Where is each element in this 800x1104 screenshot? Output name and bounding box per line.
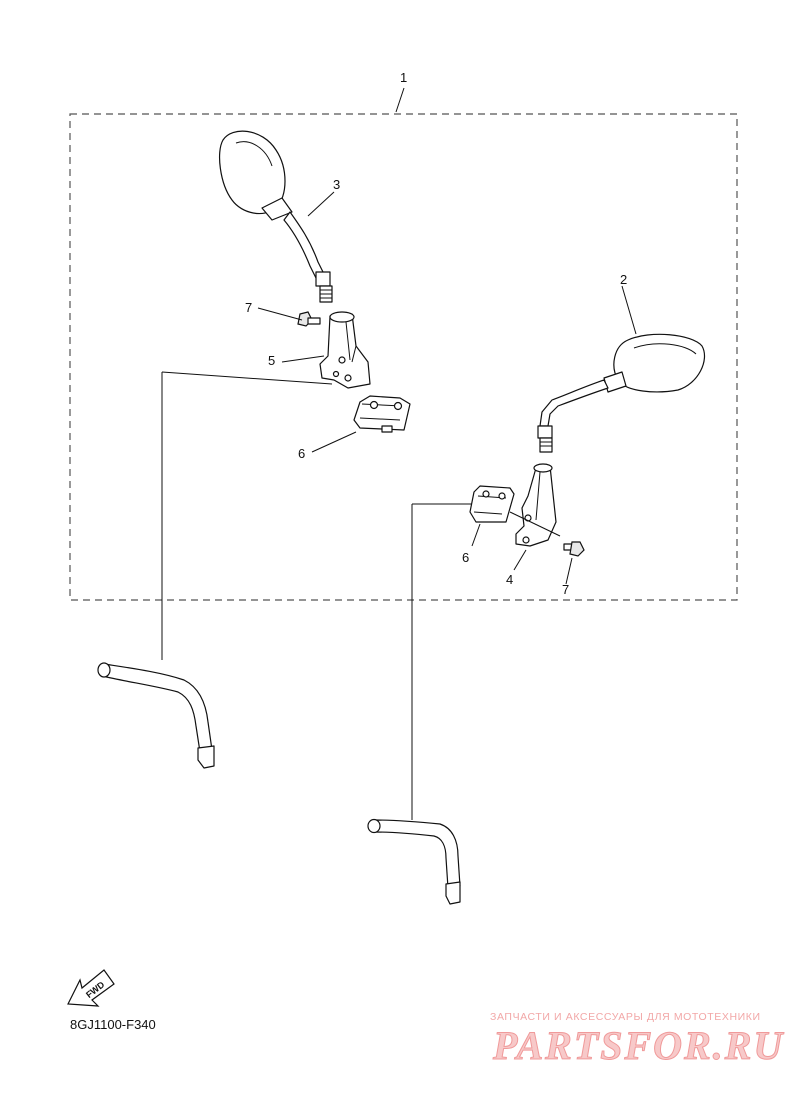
left-bolt[interactable] [297, 311, 321, 327]
fwd-arrow: FWD [67, 969, 115, 1007]
callout-6-left: 6 [298, 446, 305, 461]
right-bolt[interactable] [563, 541, 585, 557]
left-mirror-bracket[interactable] [319, 311, 371, 389]
right-handlebar-end [367, 818, 461, 905]
callout-5: 5 [268, 353, 275, 368]
right-mirror[interactable] [537, 333, 706, 453]
drawing-code: 8GJ1100-F340 [70, 1017, 156, 1032]
callout-7-right: 7 [562, 582, 569, 597]
left-handlebar-end [97, 662, 215, 769]
left-clamp[interactable] [353, 395, 411, 433]
right-clamp[interactable] [469, 485, 515, 523]
callout-1: 1 [400, 70, 407, 85]
callout-7-left: 7 [245, 300, 252, 315]
left-mirror[interactable] [218, 130, 333, 303]
leader-lines [161, 87, 637, 820]
watermark-caption: ЗАПЧАСТИ И АКСЕССУАРЫ ДЛЯ МОТОТЕХНИКИ [490, 1011, 761, 1023]
callout-3: 3 [333, 177, 340, 192]
right-mirror-bracket[interactable] [515, 463, 557, 547]
callout-2: 2 [620, 272, 627, 287]
callout-4: 4 [506, 572, 513, 587]
watermark-logo: PARTSFOR.RU [492, 1023, 785, 1069]
callout-6-right: 6 [462, 550, 469, 565]
